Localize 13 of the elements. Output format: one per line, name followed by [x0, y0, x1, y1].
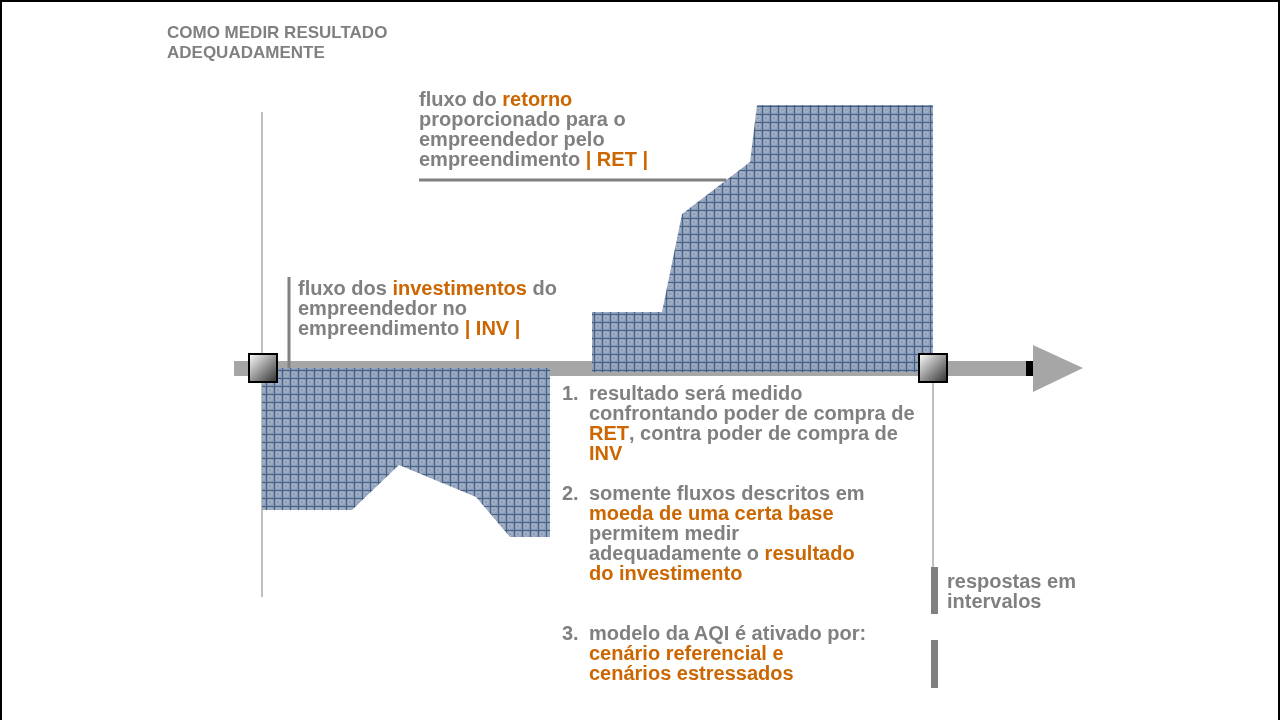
flow-area	[262, 368, 550, 537]
list-number: 3.	[562, 623, 580, 643]
flow-label: fluxo do retorno proporcionado para o empreendedor pelo empreendimento | RET |	[419, 89, 689, 180]
list-item-text: resultado será medido confrontando poder de compra de RET, contra poder de compra de INV	[589, 383, 916, 463]
list-number: 2.	[562, 483, 580, 503]
list-item-text: somente fluxos descritos em moeda de uma certa base permitem medir adequadamente o resultado do investimento	[589, 483, 866, 583]
diagram-title: COMO MEDIR RESULTADO ADEQUADAMENTE	[167, 23, 389, 63]
flow-label: fluxo dos investimentos do empreendedor no empreendimento | INV |	[289, 278, 583, 344]
list-number: 1.	[562, 383, 580, 403]
leader-line	[419, 178, 727, 182]
list-item-text: modelo da AQI é ativado por: cenário referencial e cenários estressados	[589, 623, 868, 683]
leader-line	[287, 277, 291, 368]
note-text: respostas em intervalos	[947, 571, 1077, 611]
